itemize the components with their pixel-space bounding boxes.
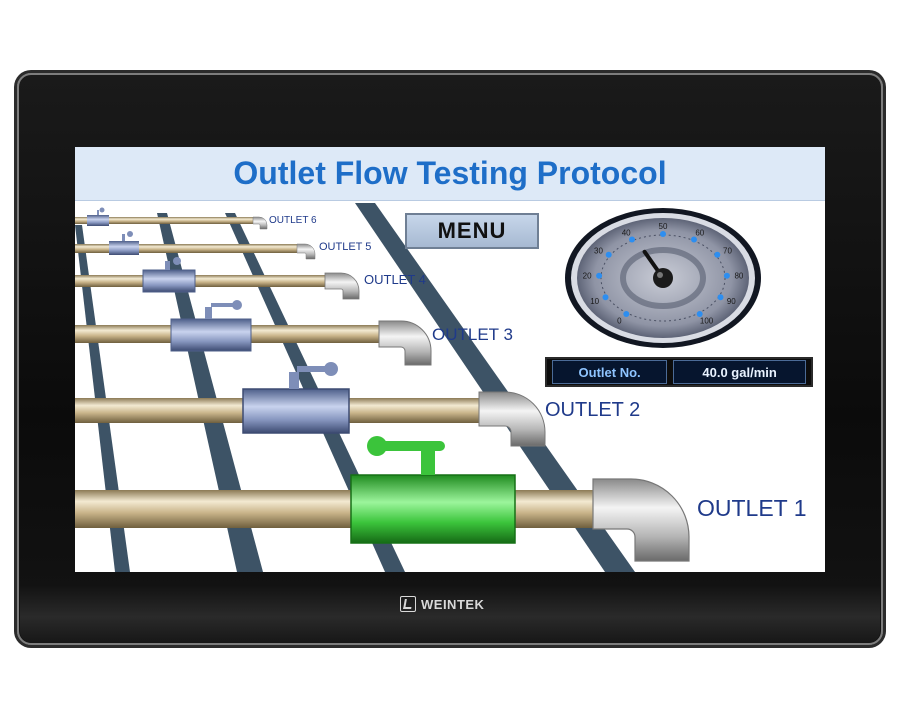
gauge-hub (653, 268, 673, 288)
gauge-tick-label: 10 (590, 297, 599, 306)
gauge-tick-label: 70 (723, 246, 732, 255)
gauge-tick-label: 0 (617, 317, 622, 326)
flow-gauge: 0 10 20 30 40 50 60 70 80 90 100 (565, 208, 761, 348)
gauge-tick-dot (596, 272, 603, 279)
pipe-scene (75, 203, 690, 572)
floor-track-4 (355, 203, 635, 572)
gauge-tick-label: 20 (583, 271, 592, 280)
gauge-tick-label: 40 (622, 229, 631, 238)
gauge-tick-dot (723, 272, 730, 279)
gauge-tick-label: 90 (727, 297, 736, 306)
pipe-row-1 (75, 436, 690, 562)
outlet-3-label: OUTLET 3 (432, 325, 513, 344)
weintek-logo-icon (400, 596, 416, 612)
title-bar: Outlet Flow Testing Protocol (75, 147, 825, 201)
outlet-6-label: OUTLET 6 (269, 215, 317, 226)
pipe-row-4 (75, 257, 360, 300)
gauge-tick-dot (714, 251, 721, 258)
outlet-2-label: OUTLET 2 (545, 399, 641, 421)
gauge-tick-dot (605, 251, 612, 258)
flow-rate-display: 40.0 gal/min (673, 360, 806, 384)
pipe-row-3 (75, 300, 432, 366)
gauge-tick-label: 50 (659, 222, 668, 231)
brand-logo: WEINTEK (400, 594, 484, 614)
gauge-tick-label: 80 (734, 271, 743, 280)
bezel-bottom-panel (20, 585, 880, 643)
gauge-tick-dot (696, 311, 703, 317)
flow-readout-panel: Outlet No. 40.0 gal/min (545, 357, 813, 387)
floor-track-2 (157, 213, 263, 572)
outlet-number-display: Outlet No. (552, 360, 668, 384)
pipe-row-5 (75, 231, 316, 260)
pipe-row-6 (75, 207, 268, 230)
brand-name: WEINTEK (421, 596, 485, 612)
hmi-screen: Outlet Flow Testing Protocol (75, 147, 825, 572)
outlet-4-label: OUTLET 4 (364, 272, 426, 287)
pipe-row-2 (75, 362, 546, 447)
gauge-tick-dot (660, 231, 666, 237)
menu-button[interactable]: MENU (405, 213, 539, 249)
gauge-scale: 0 10 20 30 40 50 60 70 80 90 100 (583, 222, 744, 326)
menu-button-label: MENU (437, 218, 507, 243)
gauge-tick-label: 100 (700, 317, 714, 326)
gauge-tick-label: 30 (594, 246, 603, 255)
gauge-tick-dot (717, 294, 724, 301)
page-title: Outlet Flow Testing Protocol (233, 155, 667, 191)
gauge-tick-dot (629, 236, 635, 243)
gauge-tick-label: 60 (695, 229, 704, 238)
gauge-tick-dot (623, 311, 630, 317)
gauge-tick-dot (691, 236, 697, 243)
outlet-5-label: OUTLET 5 (319, 241, 372, 253)
gauge-tick-dot (602, 294, 609, 301)
outlet-1-label: OUTLET 1 (697, 495, 807, 521)
